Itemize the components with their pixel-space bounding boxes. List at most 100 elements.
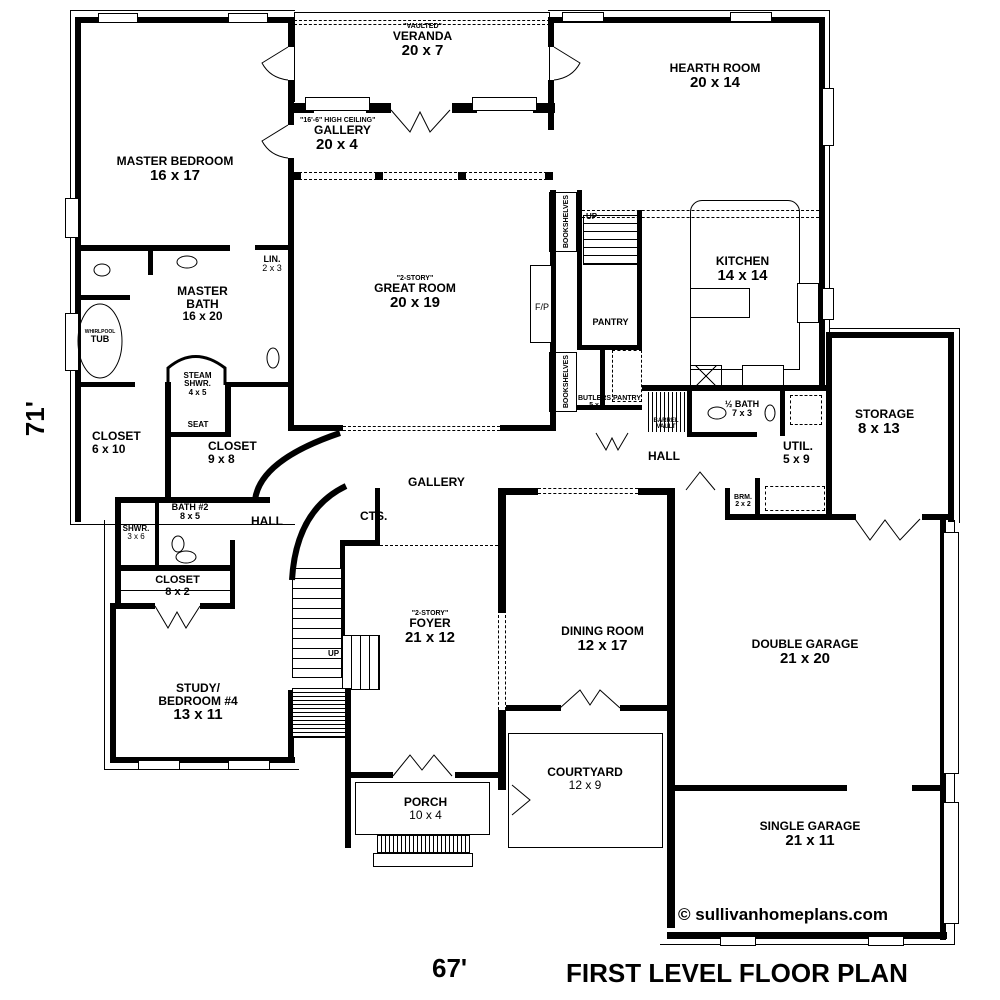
great-room-opening — [343, 426, 500, 431]
room-label-closet-6x10: CLOSET 6 x 10 — [92, 430, 141, 455]
half-bath-dim: 7 x 3 — [731, 408, 753, 419]
room-label-seat: SEAT — [172, 420, 224, 429]
room-label-storage: STORAGE 8 x 13 — [855, 408, 914, 436]
closet-9x8-name: CLOSET — [208, 439, 257, 453]
fireplace-name: F/P — [534, 302, 549, 312]
wall — [80, 382, 135, 387]
broom-dim: 2 x 2 — [735, 501, 751, 509]
bookshelf-bottom — [549, 352, 577, 412]
stair-up-label-kitchen: UP — [586, 212, 598, 221]
closet-8x2-name: CLOSET — [155, 574, 200, 586]
wall — [620, 705, 670, 711]
wall — [577, 345, 642, 350]
wall — [255, 245, 290, 250]
wall — [498, 710, 506, 790]
wall — [288, 690, 294, 763]
porch-dim: 10 x 4 — [409, 807, 442, 822]
wall — [340, 545, 345, 640]
hearth-room-name: HEARTH ROOM — [669, 61, 761, 75]
utility-name: UTIL. — [783, 439, 813, 453]
wall — [110, 757, 295, 763]
room-label-butlers-pantry: BUTLERS PANTRY 5 x 3 — [578, 395, 641, 410]
window — [868, 936, 904, 946]
outer-outline-right-wing — [548, 10, 830, 332]
wall — [600, 350, 605, 405]
veranda-dim: 20 x 7 — [401, 41, 444, 59]
wall — [455, 772, 505, 778]
wall — [755, 478, 760, 518]
stair-treads — [583, 215, 638, 265]
hall-right-name: HALL — [648, 449, 680, 463]
room-label-hall-right: HALL — [648, 450, 680, 463]
wall — [115, 603, 155, 609]
veranda-beam — [294, 20, 550, 25]
window — [65, 198, 79, 238]
wall — [288, 80, 294, 125]
pantry-name: PANTRY — [592, 317, 629, 327]
sink — [797, 283, 819, 323]
wall — [366, 103, 391, 113]
laundry-dryer — [765, 486, 825, 511]
butlers-pantry-name: BUTLERS PANTRY — [578, 395, 641, 402]
shower2-dim: 3 x 6 — [127, 532, 145, 542]
double-garage-name: DOUBLE GARAGE — [751, 637, 859, 651]
room-label-hall-left: HALL — [251, 515, 283, 528]
depth-dimension: 71' — [19, 401, 50, 437]
wall — [780, 391, 785, 436]
window — [305, 97, 370, 111]
plan-title: FIRST LEVEL FLOOR PLAN — [566, 958, 908, 988]
window — [720, 936, 756, 946]
wall — [826, 514, 856, 520]
wall — [345, 688, 351, 848]
room-label-great-room: "2-STORY" GREAT ROOM 20 x 19 — [360, 275, 470, 311]
room-label-veranda: "VAULTED" VERANDA 20 x 7 — [380, 23, 465, 59]
stair-steps-outside — [292, 688, 347, 738]
wall — [148, 245, 153, 275]
courtyard-name: COURTYARD — [547, 765, 623, 779]
room-label-coats: CTS. — [360, 510, 387, 523]
steam-shower-name: STEAM SHWR. — [183, 371, 212, 389]
wall — [452, 103, 477, 113]
garage-door — [943, 802, 959, 924]
room-label-linen: LIN. 2 x 3 — [258, 254, 286, 274]
kitchen-name: KITCHEN — [715, 254, 770, 268]
great-room-note: "2-STORY" — [396, 275, 434, 282]
room-label-barrel-vault: BARREL VAULT — [648, 418, 684, 431]
wall — [550, 190, 556, 430]
window — [822, 88, 834, 146]
stair-treads-lower — [342, 635, 380, 690]
bath2-dim: 8 x 5 — [179, 511, 201, 522]
kitchen-island — [690, 288, 750, 318]
porch-landing — [373, 853, 473, 867]
wall — [155, 503, 159, 565]
bookshelves-top-label-2: BOOKSHELVES — [563, 195, 570, 249]
wall — [345, 772, 393, 778]
stair-up-2: UP — [586, 212, 598, 221]
column — [545, 172, 553, 180]
window — [98, 13, 138, 23]
wall — [498, 488, 538, 495]
wall — [226, 382, 290, 387]
window — [730, 12, 772, 22]
room-label-porch: PORCH 10 x 4 — [398, 796, 453, 821]
stair-up-1: UP — [328, 649, 340, 658]
master-bath-dim: 16 x 20 — [182, 309, 223, 324]
wall — [165, 432, 231, 437]
room-label-fireplace: F/P — [531, 302, 553, 312]
tub-name: TUB — [90, 334, 110, 345]
wall — [642, 385, 827, 391]
wall — [948, 332, 954, 522]
room-label-hearth-room: HEARTH ROOM 20 x 14 — [650, 62, 780, 90]
wall — [667, 932, 947, 939]
wall — [340, 540, 380, 546]
column — [293, 172, 301, 180]
porch-steps — [377, 835, 470, 853]
tub-note: WHIRLPOOL — [84, 329, 116, 335]
storage-name: STORAGE — [855, 407, 915, 421]
porch-outline — [355, 782, 490, 835]
closet-6x10-name: CLOSET — [92, 429, 141, 443]
foyer-dim: 21 x 12 — [404, 628, 456, 646]
bookshelves-top-label-1: ARCHED — [551, 200, 558, 230]
